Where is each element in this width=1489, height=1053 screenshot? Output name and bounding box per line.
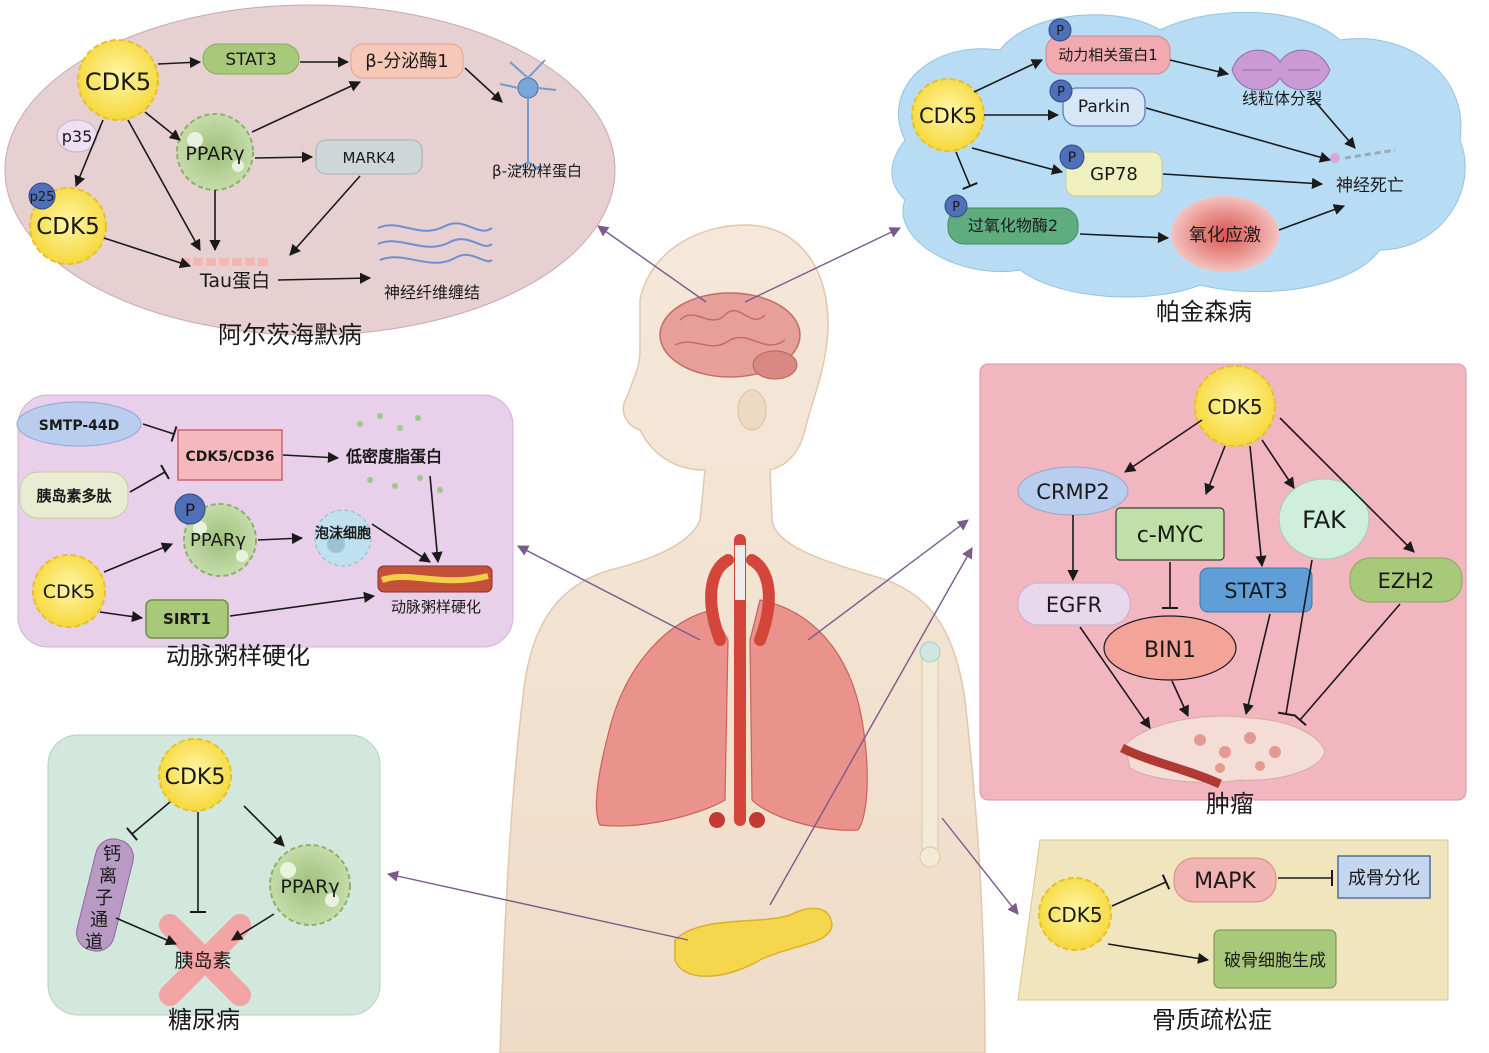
cdk5-blob-icon: CDK5 (911, 78, 985, 152)
alz-stat3-label: STAT3 (225, 50, 276, 70)
pd-p-badge: P (1057, 85, 1065, 100)
cdk5-blob-icon: CDK5 (77, 39, 159, 121)
pd-cdk5-label: CDK5 (919, 104, 977, 128)
organ-links (386, 225, 1019, 941)
pparg-cell-icon: PPARγ (176, 113, 254, 191)
ost-title: 骨质疏松症 (1152, 1006, 1272, 1034)
mitochondria-icon (1231, 49, 1331, 91)
dia-channel-char: 道 (85, 932, 103, 953)
lungs-icon (595, 534, 868, 831)
channel-vertical-label: 钙 离 子 通 道 (85, 844, 121, 953)
ost-mapk-label: MAPK (1194, 869, 1256, 894)
pparg-cell-icon: PPARγ (269, 844, 351, 926)
alz-title: 阿尔茨海默病 (218, 321, 362, 349)
tum-bin1-label: BIN1 (1144, 638, 1196, 663)
dia-title: 糖尿病 (168, 1006, 240, 1034)
ost-cdk5-label: CDK5 (1047, 903, 1102, 927)
pd-death-label: 神经死亡 (1336, 176, 1404, 196)
dia-channel-char: 子 (95, 888, 113, 909)
alzheimer-panel: CDK5 STAT3 β-分泌酶1 p35 PPARγ MARK4 β-淀粉样蛋… (4, 4, 616, 349)
insulin-icon (159, 914, 251, 1006)
neuron-death-icon (1330, 148, 1396, 163)
pd-p-badge: P (1056, 24, 1064, 39)
tumor-panel: CDK5 CRMP2 c-MYC FAK EGFR STAT3 EZH2 BIN… (979, 363, 1467, 818)
alz-pparg-label: PPARγ (185, 143, 244, 165)
alz-tau-label: Tau蛋白 (199, 270, 270, 292)
tum-stat3-label: STAT3 (1224, 579, 1287, 603)
alz-mark4-label: MARK4 (342, 149, 395, 167)
ath-pparg-label: PPARγ (190, 530, 246, 551)
ost-osteoblast-label: 成骨分化 (1348, 868, 1420, 889)
pd-p-badge: P (1068, 150, 1076, 166)
pancreas-icon (674, 907, 833, 977)
alz-amyloid-label: β-淀粉样蛋白 (492, 162, 582, 180)
neuron-icon (499, 59, 557, 171)
alz-tangle-label: 神经纤维缠结 (384, 283, 480, 302)
athero-panel: SMTP-44D CDK5/CD36 低密度脂蛋白 胰岛素多肽 PPARγ P … (16, 394, 514, 670)
human-body (499, 224, 986, 1053)
cdk5-blob-icon: CDK5 (158, 738, 232, 812)
tumor-tissue-icon (1119, 715, 1326, 789)
tum-fak-label: FAK (1302, 506, 1347, 534)
pd-p-badge: P (952, 200, 960, 215)
pd-mito-label: 线粒体分裂 (1242, 89, 1322, 108)
tum-cdk5-label: CDK5 (1207, 395, 1262, 419)
ath-cdk5-label: CDK5 (43, 581, 95, 603)
brain-icon (659, 292, 801, 380)
calcium-channel-icon (76, 838, 134, 952)
osteo-panel: CDK5 MAPK 成骨分化 破骨细胞生成 骨质疏松症 (1017, 839, 1449, 1034)
dia-insulin-label: 胰岛素 (174, 950, 231, 972)
dia-channel-char: 通 (90, 910, 108, 931)
tum-egfr-label: EGFR (1046, 593, 1102, 617)
ath-arterio-label: 动脉粥样硬化 (391, 598, 481, 616)
ath-amylin-label: 胰岛素多肽 (36, 487, 112, 505)
pd-prx2-label: 过氧化物酶2 (968, 216, 1058, 235)
cdk5-blob-icon: CDK5 (1194, 365, 1276, 447)
bone-icon (919, 641, 941, 868)
ath-cdk5cd36-label: CDK5/CD36 (186, 449, 275, 465)
ath-title: 动脉粥样硬化 (166, 642, 310, 670)
alz-cdk5-p25-label: CDK5 (36, 214, 100, 240)
tum-crmp2-label: CRMP2 (1036, 480, 1109, 504)
alz-p35-label: p35 (62, 127, 93, 146)
ost-osteoclast-label: 破骨细胞生成 (1224, 951, 1326, 971)
diabetes-panel: CDK5 钙 离 子 通 道 PPARγ 胰岛素 糖尿病 (47, 734, 381, 1034)
dia-pparg-label: PPARγ (280, 876, 339, 898)
alz-bace1-label: β-分泌酶1 (365, 51, 448, 72)
pd-parkin-label: Parkin (1078, 97, 1130, 117)
tum-cmyc-label: c-MYC (1137, 523, 1204, 548)
pd-title: 帕金森病 (1156, 298, 1252, 326)
oxidative-stress-icon (1171, 196, 1279, 272)
artery-plaque-icon (377, 565, 493, 593)
alz-p25-label: p25 (30, 190, 55, 205)
pd-drp1-label: 动力相关蛋白1 (1058, 46, 1158, 64)
parkinson-panel: CDK5 动力相关蛋白1 P Parkin P GP78 P 过氧化物酶2 P … (891, 11, 1466, 326)
tum-title: 肿瘤 (1206, 790, 1254, 818)
ath-smtp-label: SMTP-44D (39, 418, 120, 434)
ath-p-badge: P (185, 501, 195, 521)
cdk5-blob-icon: CDK5 (32, 554, 106, 628)
ath-sirt1-label: SIRT1 (163, 610, 211, 628)
pparg-cell-icon: PPARγ (183, 503, 257, 577)
tum-ezh2-label: EZH2 (1378, 569, 1435, 593)
pd-gp78-label: GP78 (1090, 164, 1138, 185)
ath-ldl-label: 低密度脂蛋白 (345, 447, 442, 466)
dia-channel-char: 离 (99, 866, 117, 887)
dia-cdk5-label: CDK5 (165, 765, 226, 790)
neurofibril-tangle-icon (377, 222, 493, 264)
ldl-particles-icon (357, 413, 443, 493)
dia-channel-char: 钙 (103, 844, 121, 865)
ath-foam-label: 泡沫细胞 (315, 525, 371, 542)
cdk5-blob-icon: CDK5 (1038, 877, 1112, 951)
foam-cell-icon (314, 509, 372, 567)
pd-stress-label: 氧化应激 (1189, 225, 1261, 246)
alz-cdk5-label: CDK5 (85, 68, 151, 96)
